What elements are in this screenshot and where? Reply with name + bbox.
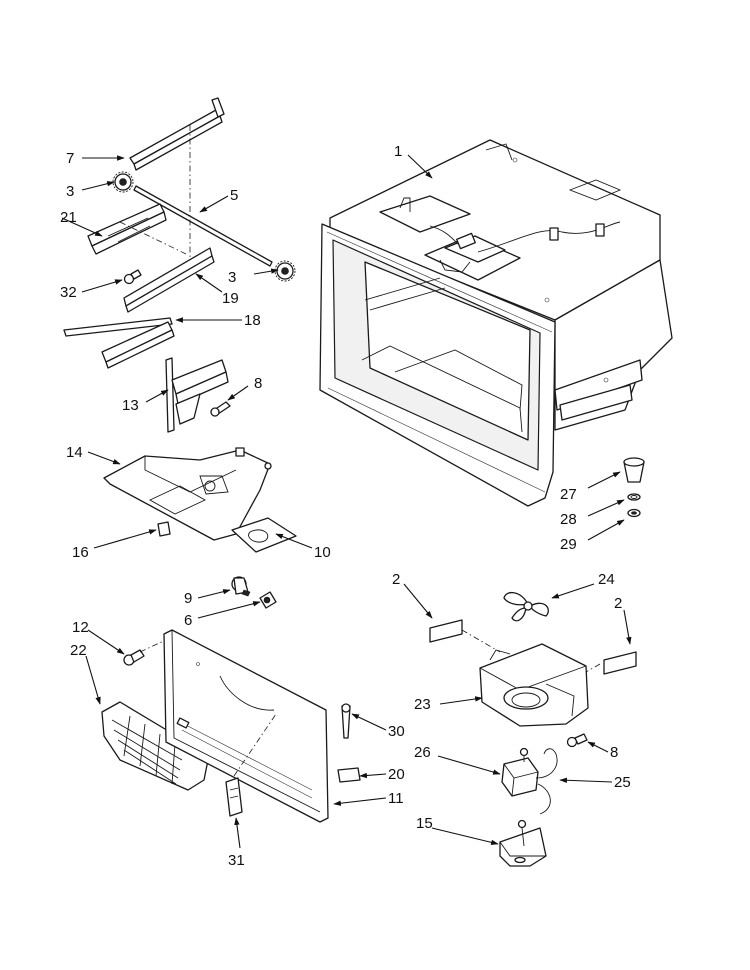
part-2-pad-left — [429, 619, 463, 643]
callout-23: 23 — [414, 696, 431, 713]
callout-16: 16 — [72, 544, 89, 561]
part-8-screw-bottom — [566, 733, 588, 748]
part-3-gear-right — [274, 260, 296, 282]
part-2-pad-right — [603, 651, 637, 675]
callout-3-top: 3 — [66, 183, 74, 200]
part-30-thermistor — [341, 703, 351, 739]
callout-21: 21 — [60, 209, 77, 226]
part-26-fan-motor — [501, 747, 539, 797]
callout-31: 31 — [228, 852, 245, 869]
callout-10: 10 — [314, 544, 331, 561]
part-11-back-panel — [163, 629, 329, 823]
part-19-slide — [123, 247, 215, 313]
callout-14: 14 — [66, 444, 83, 461]
callout-15: 15 — [416, 815, 433, 832]
part-28-ring — [627, 493, 641, 501]
callout-2-right: 2 — [614, 595, 622, 612]
callout-18: 18 — [244, 312, 261, 329]
part-1-freezer-liner — [319, 139, 673, 507]
callout-13: 13 — [122, 397, 139, 414]
callout-19: 19 — [222, 290, 239, 307]
callout-11: 11 — [388, 790, 404, 807]
part-23-fan-housing — [479, 643, 589, 727]
part-29-seal — [627, 508, 641, 518]
part-22-grille — [101, 701, 209, 791]
part-3-gear-top — [112, 171, 134, 193]
part-27-cap — [623, 457, 645, 483]
part-20-strip — [337, 767, 361, 783]
callout-8-top: 8 — [254, 375, 262, 392]
part-21-rail-bracket — [87, 203, 167, 255]
part-6-socket — [259, 591, 277, 609]
part-9-lamp — [231, 576, 251, 597]
callout-3-right: 3 — [228, 269, 236, 286]
callout-2-left: 2 — [392, 571, 400, 588]
callout-9: 9 — [184, 590, 192, 607]
part-32-screw — [123, 269, 142, 285]
callout-26: 26 — [414, 744, 431, 761]
part-12-screw — [123, 649, 145, 666]
leader-lines — [61, 154, 632, 849]
callout-27: 27 — [560, 486, 577, 503]
callout-8-bottom: 8 — [610, 744, 618, 761]
part-25-wire-harness — [535, 748, 558, 815]
callout-24: 24 — [598, 571, 615, 588]
callout-29: 29 — [560, 536, 577, 553]
callout-28: 28 — [560, 511, 577, 528]
callout-6: 6 — [184, 612, 192, 629]
callout-20: 20 — [388, 766, 405, 783]
part-24-fan-blade — [503, 592, 549, 622]
part-13-bracket — [165, 357, 229, 433]
part-18-slide — [63, 317, 175, 369]
callout-5: 5 — [230, 187, 238, 204]
callout-30: 30 — [388, 723, 405, 740]
part-8-screw-top — [210, 401, 231, 417]
callout-1: 1 — [394, 143, 402, 160]
part-15-motor-bracket — [499, 819, 547, 867]
callout-7: 7 — [66, 150, 74, 167]
callout-numbers: 1 7 3 5 21 3 32 19 18 8 13 14 16 10 9 6 … — [60, 143, 631, 869]
callout-12: 12 — [72, 619, 89, 636]
callout-25: 25 — [614, 774, 631, 791]
part-10-label — [231, 517, 297, 553]
part-5-rod — [133, 185, 273, 267]
part-31-switch — [225, 777, 243, 817]
callout-22: 22 — [70, 642, 87, 659]
part-7-rail-cover — [129, 97, 225, 171]
callout-32: 32 — [60, 284, 77, 301]
part-16-clip — [157, 521, 171, 537]
part-14-cover — [103, 447, 272, 541]
